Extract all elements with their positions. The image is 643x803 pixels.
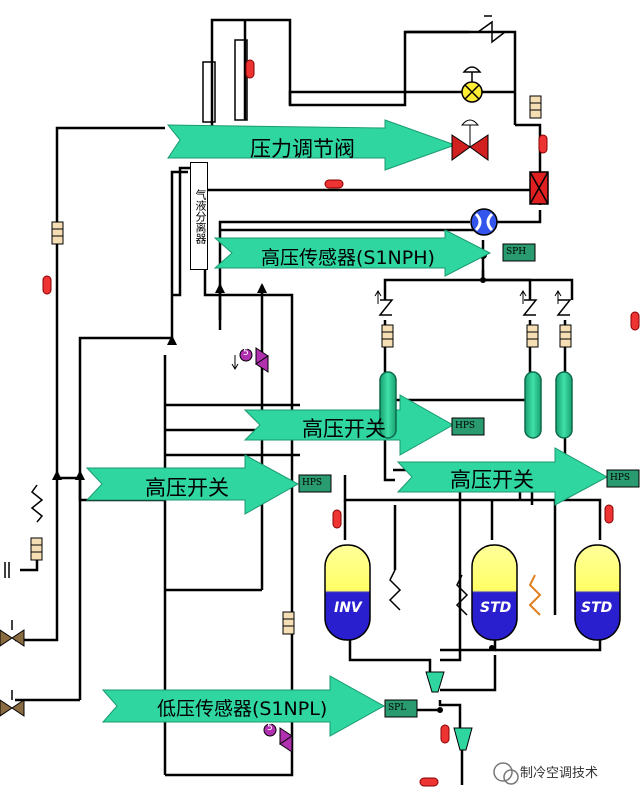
badge-spl: SPL (388, 703, 407, 713)
label-hp-switch-left: 高压开关 (145, 476, 229, 500)
compressor-std-1 (471, 544, 518, 641)
check-valves (378, 299, 572, 316)
label-pressure-valve: 压力调节阀 (250, 137, 355, 161)
compressor-label-inv: INV (334, 600, 362, 616)
flow-arrows (85, 119, 609, 737)
vertical-tubes (202, 39, 248, 123)
small-arrows (231, 290, 562, 370)
distributors (425, 671, 473, 751)
piping (15, 18, 602, 785)
sensor-boxes (298, 243, 640, 718)
solenoid-valves (239, 347, 293, 753)
service-valves (0, 629, 25, 717)
badge-hps-mid: HPS (455, 421, 476, 431)
junction-arrows (52, 283, 267, 480)
arrow-hp-sensor (213, 229, 492, 277)
pressure-regulating-valve (451, 119, 489, 161)
check-valve-top (477, 15, 506, 44)
watermark-icon (493, 762, 519, 785)
compressor-std-2 (574, 544, 621, 641)
oil-separators (379, 371, 573, 439)
label-hp-sensor: 高压传感器(S1NPH) (261, 247, 435, 269)
compressor-inv (324, 544, 371, 641)
label-lp-sensor: 低压传感器(S1NPL) (157, 698, 328, 720)
filters (30, 95, 572, 635)
arrow-lp-sensor (101, 675, 386, 737)
solenoid-number-lower: 5 (267, 723, 273, 733)
red-exchanger (529, 171, 549, 205)
badge-sph: SPH (506, 247, 527, 257)
badge-hps-right: HPS (610, 473, 631, 483)
watermark-text: 制冷空调技术 (520, 766, 599, 781)
service-valve-caps (4, 562, 13, 700)
arrow-pressure-valve (166, 119, 457, 171)
arrow-hp-switch-mid (243, 394, 455, 456)
compressor-label-std-2: STD (581, 600, 613, 616)
yellow-valve (461, 66, 483, 103)
badge-hps-left: HPS (302, 478, 323, 488)
label-separator: 气液分离器 (190, 162, 208, 270)
filter-stripes (31, 102, 571, 627)
four-way-valve (470, 208, 498, 236)
capillary-orange (528, 574, 542, 616)
arrow-hp-switch-right (396, 447, 609, 506)
capillaries (30, 484, 469, 616)
label-hp-switch-mid: 高压开关 (302, 417, 386, 441)
temp-sensors (42, 59, 640, 787)
compressor-label-std-1: STD (480, 600, 512, 616)
label-hp-switch-right: 高压开关 (450, 468, 534, 492)
compressors (324, 544, 621, 641)
arrow-hp-switch-left (85, 454, 300, 515)
solenoid-number-upper: 5 (243, 348, 249, 358)
